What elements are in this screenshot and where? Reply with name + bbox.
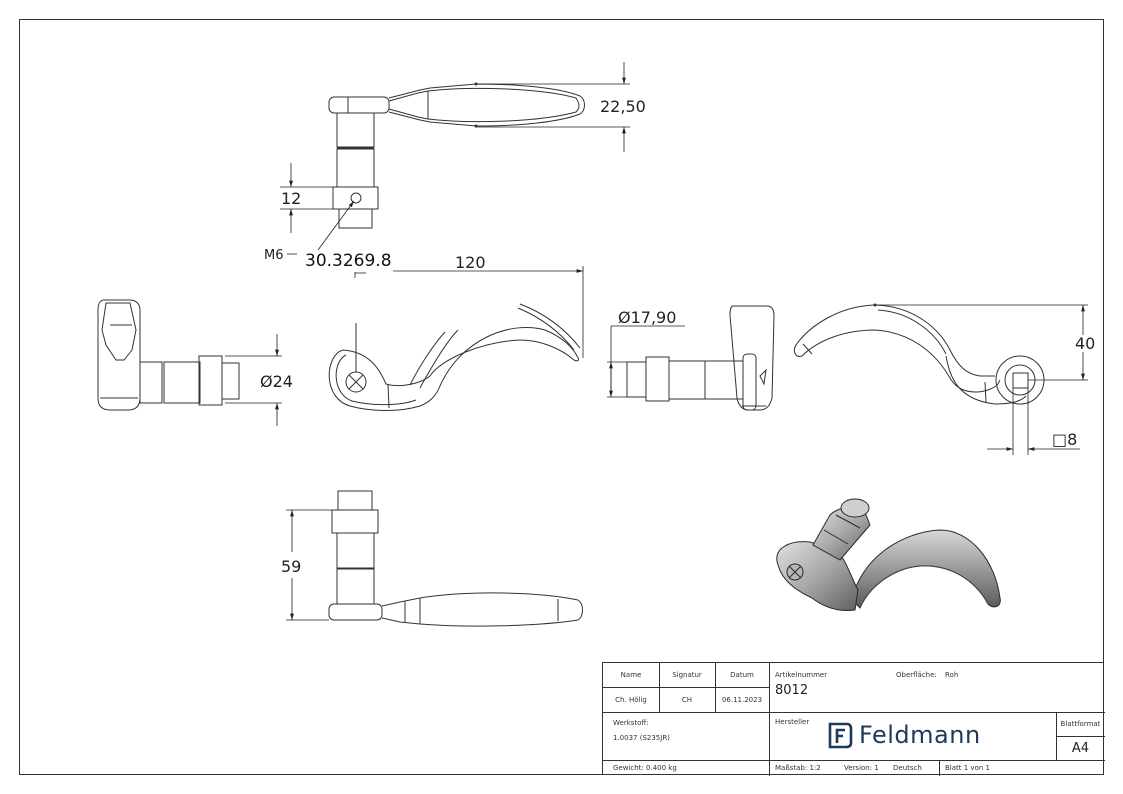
bottom-view xyxy=(328,490,583,627)
front-left-view xyxy=(97,299,240,411)
dim-top-height: 22,50 xyxy=(600,97,646,116)
spindle-length-dimension xyxy=(286,509,332,621)
overlay-value: 30.3269.8 xyxy=(305,251,392,271)
lever-height-dimension xyxy=(875,304,1088,455)
feldmann-logo-text: Feldmann xyxy=(859,721,981,749)
feldmann-logo: Feldmann xyxy=(827,721,981,749)
artikelnummer-value: 8012 xyxy=(775,683,809,698)
drafter-name: Ch. Hölig xyxy=(615,695,647,704)
drawing-date: 06.11.2023 xyxy=(721,695,763,704)
dim-diameter-17-90: Ø17,90 xyxy=(618,308,676,327)
blattformat-value: A4 xyxy=(1071,740,1090,756)
isometric-3d-view xyxy=(776,498,1001,611)
drafter-signature: CH xyxy=(681,695,693,704)
header-signatur: Signatur xyxy=(672,671,702,679)
blattformat-label: Blattformat xyxy=(1060,720,1101,728)
dim-ring-height: 12 xyxy=(281,189,301,208)
sprache: Deutsch xyxy=(893,764,922,772)
diameter-24-dimension xyxy=(225,334,282,426)
werkstoff-label: Werkstoff: xyxy=(613,719,649,727)
version: Version: 1 xyxy=(844,764,879,772)
top-view xyxy=(328,82,585,229)
side-right-view xyxy=(626,305,775,411)
thread-label: M6 xyxy=(264,248,284,263)
werkstoff-value: 1.0037 (S235JR) xyxy=(613,734,670,742)
dim-diameter-24: Ø24 xyxy=(260,372,293,391)
dim-spindle-length: 59 xyxy=(281,557,301,576)
lever-profile-right xyxy=(793,303,1045,405)
massstab: Maßstab: 1:2 xyxy=(775,764,821,772)
dim-lever-length: 120 xyxy=(455,253,486,272)
header-name: Name xyxy=(620,671,642,679)
title-block: Name Signatur Datum Ch. Hölig CH 06.11.2… xyxy=(602,662,1105,776)
oberflaeche-label: Oberfläche: xyxy=(896,671,937,679)
oberflaeche-value: Roh xyxy=(945,671,959,679)
dim-square-8: □8 xyxy=(1052,430,1077,449)
top-view-dimensions xyxy=(280,62,630,255)
gewicht: Gewicht: 0.400 kg xyxy=(613,764,677,772)
drawing-frame xyxy=(19,19,1104,775)
artikelnummer-label: Artikelnummer xyxy=(775,671,828,679)
hersteller-label: Hersteller xyxy=(775,718,810,726)
header-datum: Datum xyxy=(730,671,754,679)
lever-profile-left xyxy=(328,303,581,411)
dim-lever-height: 40 xyxy=(1075,334,1095,353)
diameter-17-90-dimension xyxy=(607,325,685,398)
lever-length-dimension xyxy=(354,266,584,358)
feldmann-f-icon xyxy=(828,722,853,749)
blatt: Blatt 1 von 1 xyxy=(945,764,990,772)
